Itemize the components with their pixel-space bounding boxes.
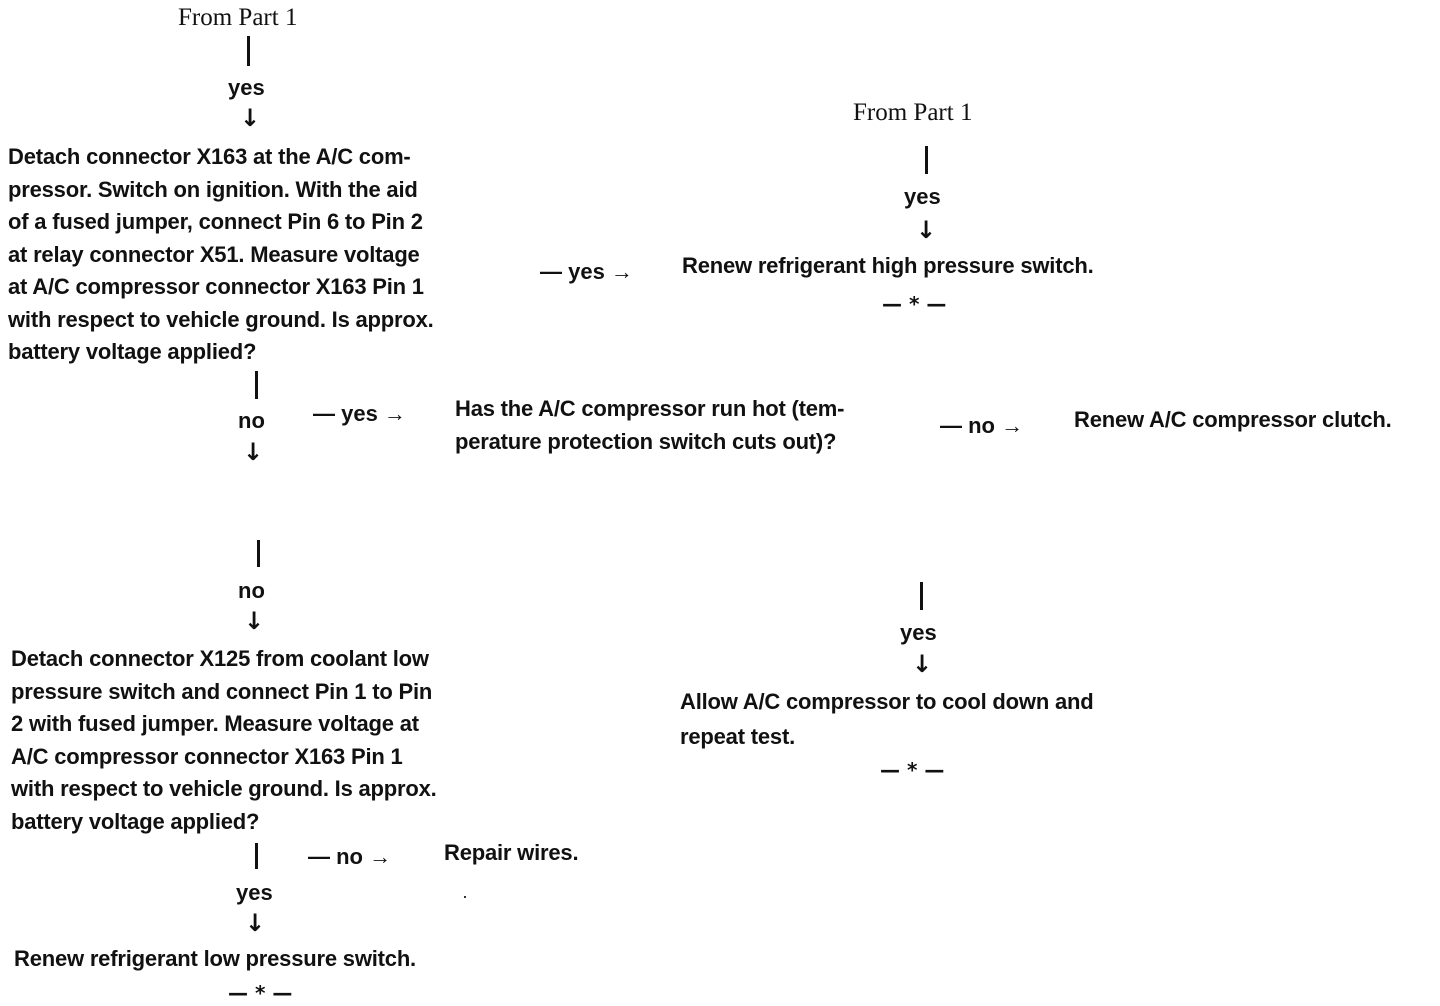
down-arrow-icon: ↓ [240, 104, 261, 132]
down-arrow-icon: ↓ [912, 650, 933, 678]
yes-label: yes [900, 620, 937, 645]
scan-speck [464, 896, 466, 898]
end-mark: — * — [882, 292, 947, 316]
branch-yes-label: — yes → [540, 259, 633, 284]
branch-no-label: — no → [940, 413, 1024, 438]
end-mark: — * — [228, 981, 293, 1005]
yes-label: yes [236, 880, 273, 905]
connector-line [255, 371, 258, 399]
result-repair-wires: Repair wires. [444, 840, 579, 865]
step-detach-x125: Detach connector X125 from coolant low p… [11, 646, 437, 834]
no-label: no [238, 408, 265, 433]
end-mark: — * — [880, 758, 945, 782]
connector-line [247, 36, 250, 66]
down-arrow-icon: ↓ [243, 438, 264, 466]
down-arrow-icon: ↓ [244, 607, 265, 635]
connector-line [925, 146, 928, 174]
connector-line [257, 540, 260, 567]
down-arrow-icon: ↓ [916, 216, 937, 244]
result-cool-down: Allow A/C compressor to cool down and re… [680, 689, 1094, 749]
connector-line [255, 843, 258, 869]
from-part-1-left: From Part 1 [178, 4, 298, 31]
result-renew-high-pressure: Renew refrigerant high pressure switch. [682, 253, 1094, 278]
connector-line [920, 582, 923, 610]
from-part-1-right: From Part 1 [853, 99, 973, 126]
branch-no-label: — no → [308, 844, 392, 869]
yes-label: yes [228, 75, 265, 100]
step-detach-x163: Detach connector X163 at the A/C com- pr… [8, 144, 434, 364]
no-label: no [238, 578, 265, 603]
result-renew-low-pressure: Renew refrigerant low pressure switch. [14, 946, 416, 971]
question-run-hot: Has the A/C compressor run hot (tem- per… [455, 396, 845, 454]
branch-yes-label: — yes → [313, 401, 406, 426]
yes-label: yes [904, 184, 941, 209]
down-arrow-icon: ↓ [245, 909, 266, 937]
result-renew-clutch: Renew A/C compressor clutch. [1074, 407, 1392, 432]
